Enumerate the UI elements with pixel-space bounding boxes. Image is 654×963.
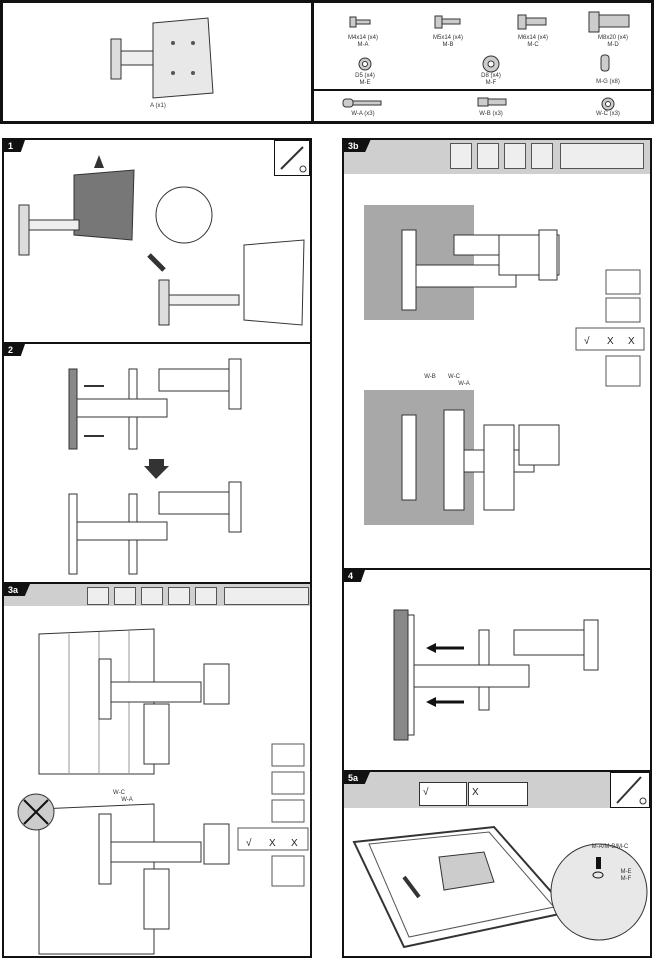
- step-label: 4: [344, 570, 366, 582]
- drill-depth-icon: [560, 143, 644, 169]
- x-mark: X: [628, 336, 635, 347]
- step-1-drawing: [18, 155, 305, 326]
- step-5a-panel: 5a √ X M-A/M-B/M-C M-E M-F: [342, 770, 652, 958]
- pencil-icon: [477, 143, 499, 169]
- x-mark: X: [291, 838, 298, 849]
- hardware-drawings: [342, 11, 630, 111]
- step-3b-panel: 3b W-B W-C W-A √ X X: [342, 138, 652, 570]
- step-4-panel: 4: [342, 568, 652, 772]
- step-3a-drawing: [17, 628, 309, 955]
- step-2-drawing: [68, 358, 242, 575]
- bracket-label: A (x1): [150, 103, 166, 109]
- part-m-g: M-G (x8): [596, 79, 620, 85]
- part-m-d: M8x20 (x4)M-D: [597, 35, 628, 48]
- part-m-a: M4x14 (x4)M-A: [347, 35, 378, 48]
- concrete-wall-icon: [450, 143, 472, 169]
- step-2-panel: 2: [2, 342, 312, 584]
- step-label: 2: [4, 344, 26, 356]
- x-mark: X: [269, 838, 276, 849]
- level-icon: [504, 143, 526, 169]
- step-label: 3b: [344, 140, 371, 152]
- part-w-b: W-B (x3): [479, 111, 503, 117]
- check-mark: √: [246, 838, 252, 849]
- label-screws: M-A/M-B/M-C: [591, 844, 629, 850]
- wood-wall-icon: [87, 587, 109, 605]
- step-label: 3a: [4, 584, 31, 596]
- part-m-c: M6x14 (x4)M-C: [517, 35, 548, 48]
- level-icon: [168, 587, 190, 605]
- step-4-drawing: [393, 609, 599, 741]
- x-mark: X: [607, 336, 614, 347]
- drill-icon: [531, 143, 553, 169]
- step-5a-drawing: [352, 825, 648, 949]
- step-1-panel: 1: [2, 138, 312, 344]
- label-m-e: M-E: [620, 869, 632, 875]
- screwdriver-icon: [610, 772, 650, 808]
- part-w-c: W-C (x3): [596, 111, 620, 117]
- pencil-icon: [141, 587, 163, 605]
- check-mark: √: [584, 336, 590, 347]
- label-w-a: W-A: [458, 381, 470, 387]
- part-m-f: D8 (x4)M-F: [481, 73, 501, 86]
- parts-box: A (x1) M4x14 (x4)M-A M5x14 (x4)M-B M6x14…: [0, 0, 654, 124]
- divider: [311, 3, 314, 121]
- step-label: 5a: [344, 772, 371, 784]
- incorrect-mounting-icon: X: [468, 782, 528, 806]
- drill-icon: [195, 587, 217, 605]
- label-w-a: W-A: [121, 797, 133, 803]
- label-w-b: W-B: [424, 374, 436, 380]
- label-w-c: W-C: [113, 790, 125, 796]
- part-m-b: M5x14 (x4)M-B: [432, 35, 463, 48]
- correct-mounting-icon: √: [419, 782, 467, 806]
- step-3b-drawing: [364, 205, 645, 525]
- bracket-a-drawing: [110, 17, 214, 99]
- divider: [314, 89, 651, 91]
- label-w-c: W-C: [448, 374, 460, 380]
- part-m-e: D5 (x4)M-E: [355, 73, 375, 86]
- drill-depth-icon: [224, 587, 309, 605]
- stud-finder-icon: [114, 587, 136, 605]
- step-label: 1: [4, 140, 26, 152]
- screwdriver-icon: [274, 140, 310, 176]
- label-m-f: M-F: [620, 876, 632, 882]
- step-3a-panel: 3a W-C W-A √ X X: [2, 582, 312, 958]
- part-w-a: W-A (x3): [351, 111, 375, 117]
